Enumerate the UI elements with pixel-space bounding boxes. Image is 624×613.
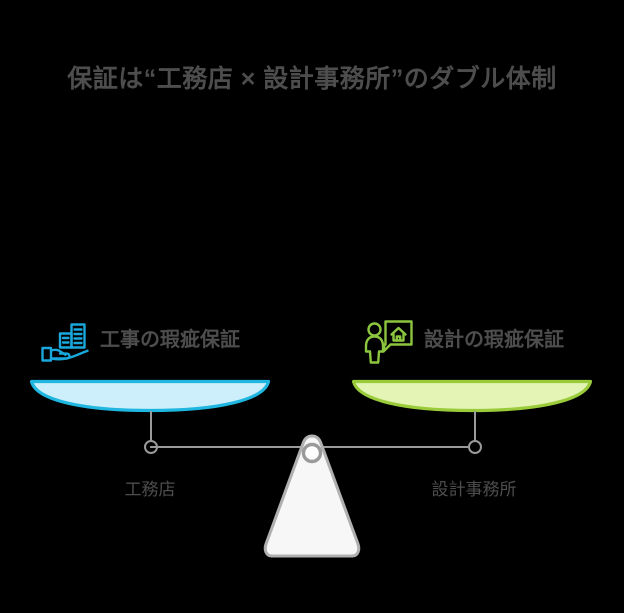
right-beam-ring <box>468 440 482 454</box>
left-base-label: 工務店 <box>124 480 176 499</box>
left-scale-pan <box>28 378 272 419</box>
left-pan-stem <box>150 411 152 447</box>
fulcrum <box>255 432 369 560</box>
right-category-group: 設計の瑕疵保証 <box>362 312 564 368</box>
left-category-label: 工事の瑕疵保証 <box>100 329 240 351</box>
hand-holding-building-icon <box>38 313 92 367</box>
page-title: 保証は“工務店 × 設計事務所”のダブル体制 <box>67 65 557 93</box>
left-category-group: 工事の瑕疵保証 <box>38 312 240 368</box>
right-category-label: 設計の瑕疵保証 <box>424 329 564 351</box>
right-scale-pan <box>350 378 594 419</box>
right-pan-stem <box>474 411 476 447</box>
right-base-label: 設計事務所 <box>431 480 517 499</box>
person-speech-bubble-house-icon <box>362 313 416 367</box>
